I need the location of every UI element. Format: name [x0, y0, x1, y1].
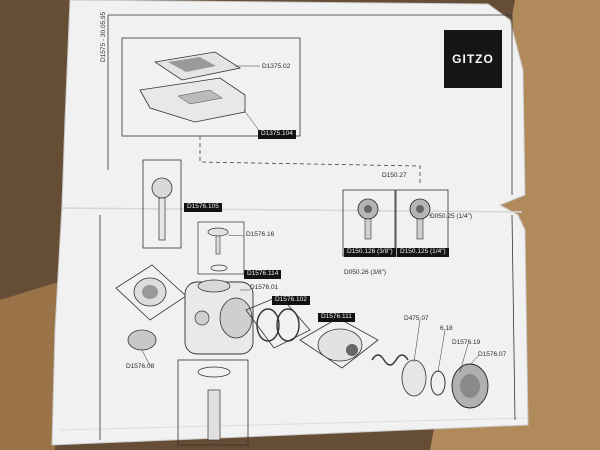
- frame-top: [108, 14, 513, 195]
- part-label-d050-25: D050.25 (1/4"): [430, 213, 473, 220]
- document-code: D1575 - 30.05.95: [100, 11, 107, 62]
- leader: [413, 319, 421, 363]
- leader: [459, 343, 469, 373]
- ball-box: [142, 159, 182, 249]
- ball: [151, 177, 173, 199]
- leader: [437, 329, 446, 373]
- clamp-block: [317, 328, 363, 362]
- plate-box: [121, 37, 301, 137]
- leader: [243, 109, 261, 133]
- knob-left-screw: [364, 218, 372, 240]
- body-socket: [219, 297, 253, 339]
- part-label-6-18: 6.18: [440, 325, 453, 332]
- part-label-d050-26: D050.26 (3/8"): [344, 269, 387, 276]
- screw-box: [197, 221, 245, 275]
- knob-right-hub: [416, 205, 424, 213]
- rings-box: [245, 295, 311, 349]
- leader: [141, 349, 151, 367]
- clamp-hole: [346, 344, 358, 356]
- paper-crease: [59, 417, 526, 431]
- part-label-d1576-19: D1576.19: [452, 339, 481, 346]
- gitzo-logo: GITZO: [444, 30, 502, 88]
- leader: [428, 214, 433, 217]
- leader: [469, 355, 479, 366]
- column-shaft: [207, 389, 221, 441]
- part-tag-d1576-102: D1576.102: [272, 296, 310, 305]
- small-knob: [127, 329, 157, 351]
- part-label-d150-27: D150.27: [382, 172, 407, 179]
- part-label-d1576-16: D1576.16: [246, 231, 275, 238]
- washer: [210, 264, 228, 272]
- spring: [371, 354, 409, 366]
- column-washer: [197, 366, 231, 378]
- bushing-hole: [142, 285, 158, 299]
- washer-475: [401, 359, 427, 397]
- knob-right-screw: [416, 218, 424, 240]
- leader: [227, 234, 245, 237]
- paper-fold: [61, 207, 523, 213]
- part-label-d1576-07: D1576.07: [478, 351, 507, 358]
- part-tag-d1576-111: D1576.111: [318, 313, 355, 322]
- body-top-hole: [197, 279, 231, 293]
- plate-grid: [168, 57, 216, 72]
- part-label-d475-07: D475.07: [404, 315, 429, 322]
- column-box: [177, 359, 249, 446]
- ring-a: [256, 308, 280, 342]
- cardboard-left: [0, 280, 65, 450]
- part-tag-d1375-104: D1375.104: [258, 130, 296, 139]
- dashed-connector: [199, 136, 421, 185]
- part-tag-d150-126: D150.126 (3/8"): [344, 248, 396, 257]
- knob-left-hub: [364, 205, 372, 213]
- part-label-d1576-01: D1576.01: [250, 284, 279, 291]
- screw-head: [207, 227, 229, 237]
- body-side-hole: [194, 310, 210, 326]
- ball-shaft: [158, 197, 166, 241]
- screw-shank: [215, 235, 221, 255]
- part-label-d1375-02: D1375.02: [262, 63, 291, 70]
- ring-b: [276, 308, 300, 342]
- plate-slot: [177, 89, 223, 105]
- big-knob-face: [460, 374, 480, 398]
- frame-right-lower: [511, 214, 516, 421]
- part-label-d1576-08: D1576.08: [126, 363, 155, 370]
- part-tag-d1576-105: D1576.105: [184, 203, 222, 212]
- part-tag-d150-125: D150.125 (1/4"): [397, 248, 449, 257]
- part-tag-d1576-114: D1576.114: [244, 270, 282, 279]
